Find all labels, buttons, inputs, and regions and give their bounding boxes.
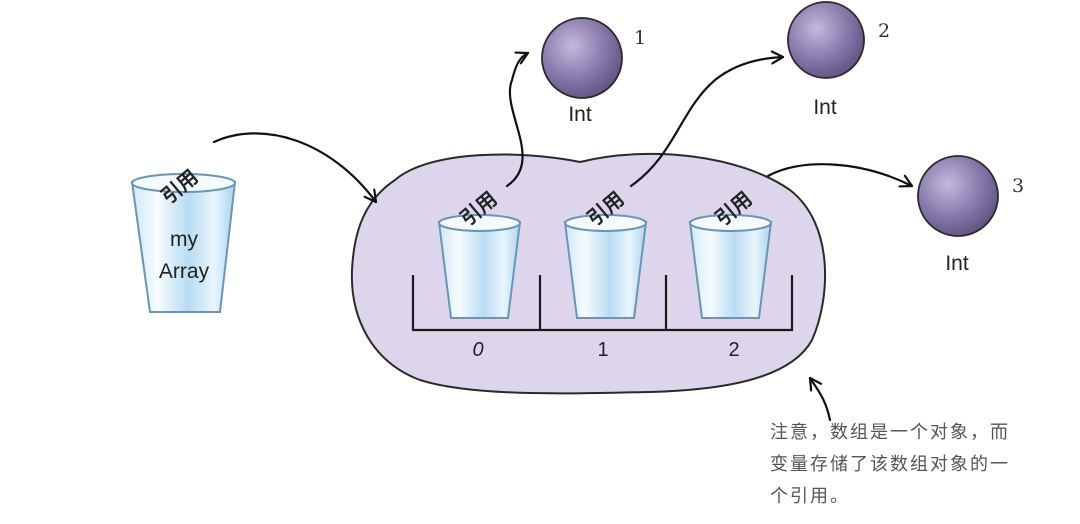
int-type-label-3: Int [945, 252, 969, 275]
annotation-pointer-arrow [808, 376, 832, 422]
arrow-slot0-to-int1 [505, 53, 530, 188]
my-array-variable-cup: 引用 my Array [130, 165, 237, 313]
annotation-line-2: 变量存储了该数组对象的一 [770, 454, 1010, 475]
my-array-name-line1: my [170, 228, 198, 251]
slot-index-1: 1 [597, 339, 608, 361]
my-array-name-line2: Array [159, 260, 210, 283]
int-type-label-1: Int [568, 103, 592, 126]
int-ball-3 [917, 155, 999, 237]
slot-index-2: 2 [728, 339, 739, 361]
int-number-1: 1 [634, 27, 646, 49]
slot-cup-2: 引用 [688, 187, 773, 319]
int-object-3: 3 Int [917, 155, 1024, 275]
annotation-line-3: 个引用。 [770, 486, 850, 507]
slot-index-0: 0 [472, 339, 483, 361]
int-number-2: 2 [878, 20, 890, 42]
annotation-note: 注意，数组是一个对象，而 变量存储了该数组对象的一 个引用。 [770, 422, 1010, 507]
arrow-slot2-to-int3 [766, 163, 914, 186]
arrow-myarray-to-array [212, 132, 378, 204]
int-object-2: 2 Int [787, 1, 890, 119]
int-number-3: 3 [1012, 175, 1024, 197]
annotation-line-1: 注意，数组是一个对象，而 [770, 422, 1010, 443]
int-ball-1 [541, 17, 623, 99]
int-ball-2 [787, 1, 865, 79]
int-type-label-2: Int [813, 96, 837, 119]
int-object-1: 1 Int [541, 17, 646, 126]
arrow-slot1-to-int2 [629, 57, 785, 188]
array-slot-tray [411, 275, 794, 332]
